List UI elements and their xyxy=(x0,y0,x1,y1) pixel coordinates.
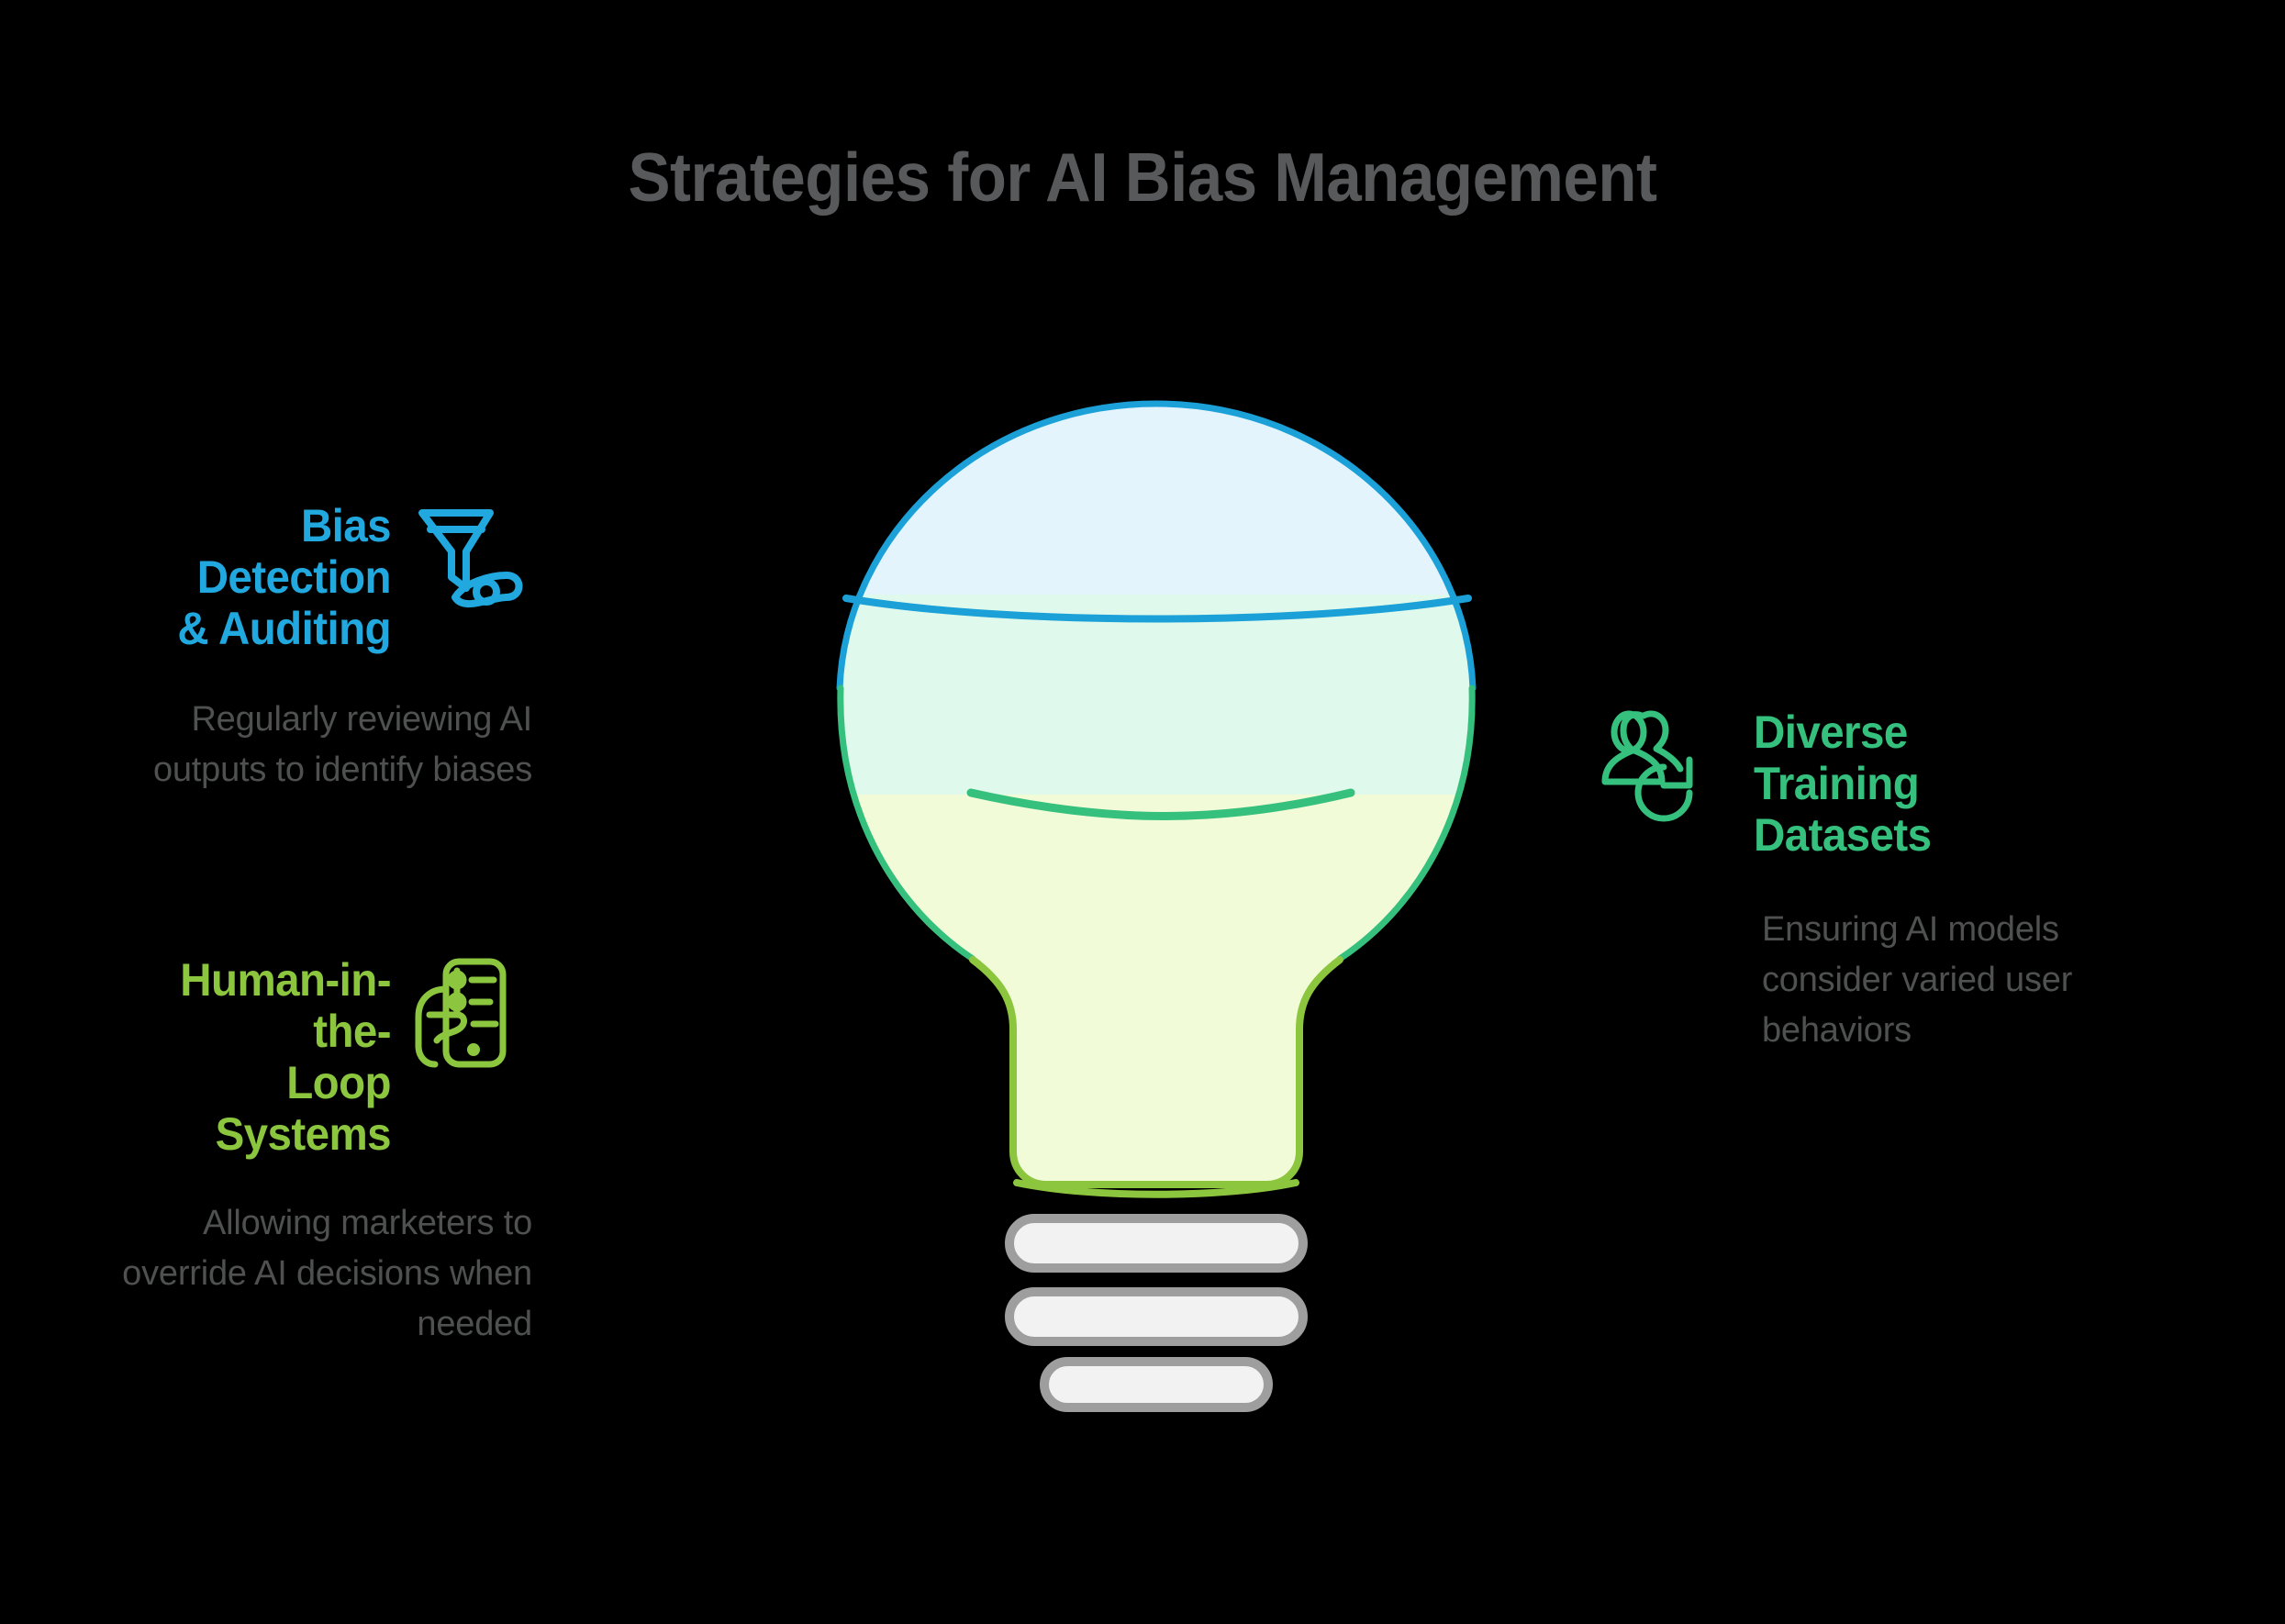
bulb-outline-mid-right xyxy=(1336,684,1476,962)
card-bias-detection-header: Bias Detection & Auditing xyxy=(110,500,532,654)
card-bias-detection-body: Regularly reviewing AI outputs to identi… xyxy=(152,700,532,790)
card-diverse-training-datasets: Diverse Training Datasets Ensuring AI mo… xyxy=(1601,706,2072,1056)
card-human-in-the-loop-body: Allowing marketers to override AI decisi… xyxy=(122,1204,532,1344)
card-diverse-training-datasets-header: Diverse Training Datasets xyxy=(1601,706,2060,861)
bulb-neck-bottom-edge xyxy=(1013,1179,1299,1198)
bulb-base-rings xyxy=(1005,1214,1308,1412)
bulb-outline-neck xyxy=(969,956,1343,1188)
bulb-divider-green xyxy=(966,788,1355,820)
lightbulb-illustration xyxy=(789,385,1523,1418)
bulb-base-ring-2 xyxy=(1005,1287,1308,1346)
card-diverse-training-datasets-body: Ensuring AI models consider varied user … xyxy=(1762,910,2073,1051)
bulb-base-ring-3 xyxy=(1040,1357,1273,1412)
bulb-base-ring-1 xyxy=(1005,1214,1308,1273)
users-refresh-icon xyxy=(1601,706,1730,840)
bulb-outline-top xyxy=(836,400,1477,692)
page-title: Strategies for AI Bias Management xyxy=(628,139,1657,216)
card-human-in-the-loop-header: Human-in-the- Loop Systems xyxy=(110,954,532,1160)
bulb-divider-blue xyxy=(842,595,1472,623)
card-human-in-the-loop-heading: Human-in-the- Loop Systems xyxy=(180,954,391,1160)
funnel-eye-icon xyxy=(415,500,532,622)
bulb-outline-mid-left xyxy=(837,684,976,962)
card-bias-detection-heading: Bias Detection & Auditing xyxy=(177,500,391,654)
hand-phone-icon xyxy=(415,954,532,1076)
card-bias-detection: Bias Detection & Auditing Regularly revi… xyxy=(110,500,532,795)
card-diverse-training-datasets-heading: Diverse Training Datasets xyxy=(1754,706,1932,861)
card-human-in-the-loop: Human-in-the- Loop Systems xyxy=(110,954,532,1350)
bulb-color-bands xyxy=(840,404,1473,1184)
